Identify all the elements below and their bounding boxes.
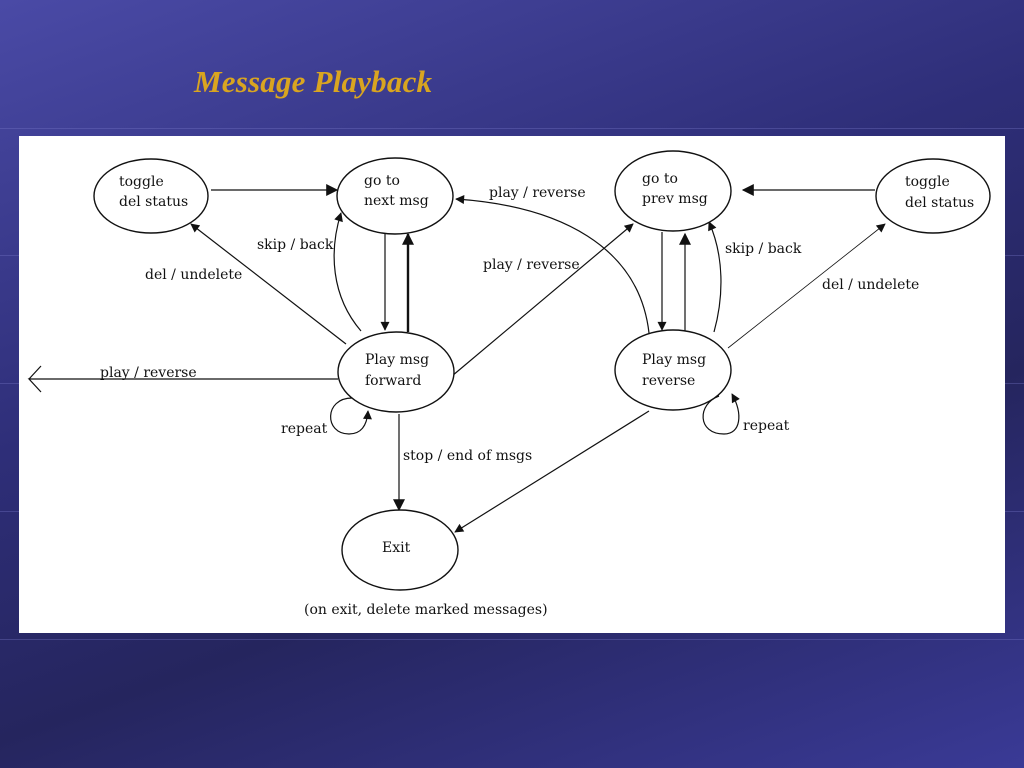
- background-rule: [0, 639, 1024, 640]
- state-diagram-panel: toggle del status go to next msg go to p…: [19, 136, 1005, 633]
- exit-note: (on exit, delete marked messages): [304, 602, 548, 618]
- state-label: next msg: [364, 193, 429, 209]
- state-exit: [341, 509, 459, 591]
- edge-forward-to-prev: [451, 223, 634, 377]
- state-label: prev msg: [642, 191, 708, 207]
- edge-reverse-to-toggle: [727, 223, 886, 349]
- edge-reverse-to-next: [455, 195, 650, 334]
- state-label: del status: [905, 195, 974, 211]
- transition-label: skip / back: [725, 241, 802, 257]
- state-toggle-left: [93, 158, 209, 234]
- state-toggle-right: [875, 158, 991, 234]
- state-play-reverse: [614, 329, 732, 411]
- transition-label: repeat: [743, 418, 790, 434]
- edge-reverse-to-exit: [454, 410, 650, 533]
- state-label: del status: [119, 194, 188, 210]
- transition-label: skip / back: [257, 237, 334, 253]
- background-rule: [0, 128, 1024, 129]
- state-label: Play msg: [642, 352, 706, 368]
- state-go-next: [336, 157, 454, 235]
- state-label: go to: [642, 171, 678, 187]
- state-go-prev: [614, 150, 732, 232]
- edge-repeat-right: [702, 393, 740, 435]
- slide-title: Message Playback: [194, 64, 433, 99]
- state-label: Exit: [382, 540, 411, 556]
- state-label: toggle: [905, 174, 950, 190]
- entry-arrow: [27, 365, 338, 393]
- state-label: Play msg: [365, 352, 429, 368]
- edge-skip-back-right: [708, 221, 722, 333]
- state-label: reverse: [642, 373, 695, 389]
- transition-label: del / undelete: [145, 267, 242, 283]
- state-label: go to: [364, 173, 400, 189]
- edge-skip-back-left: [333, 212, 362, 332]
- edge-forward-to-toggle: [190, 223, 347, 345]
- transition-label: play / reverse: [489, 185, 586, 201]
- transition-label: play / reverse: [100, 365, 197, 381]
- state-play-forward: [337, 331, 455, 413]
- transition-label: repeat: [281, 421, 328, 437]
- state-label: forward: [365, 373, 421, 389]
- transition-label: del / undelete: [822, 277, 919, 293]
- transition-label: play / reverse: [483, 257, 580, 273]
- state-label: toggle: [119, 174, 164, 190]
- transition-label: stop / end of msgs: [403, 448, 532, 464]
- state-diagram: toggle del status go to next msg go to p…: [27, 150, 991, 618]
- edge-repeat-left: [330, 397, 372, 435]
